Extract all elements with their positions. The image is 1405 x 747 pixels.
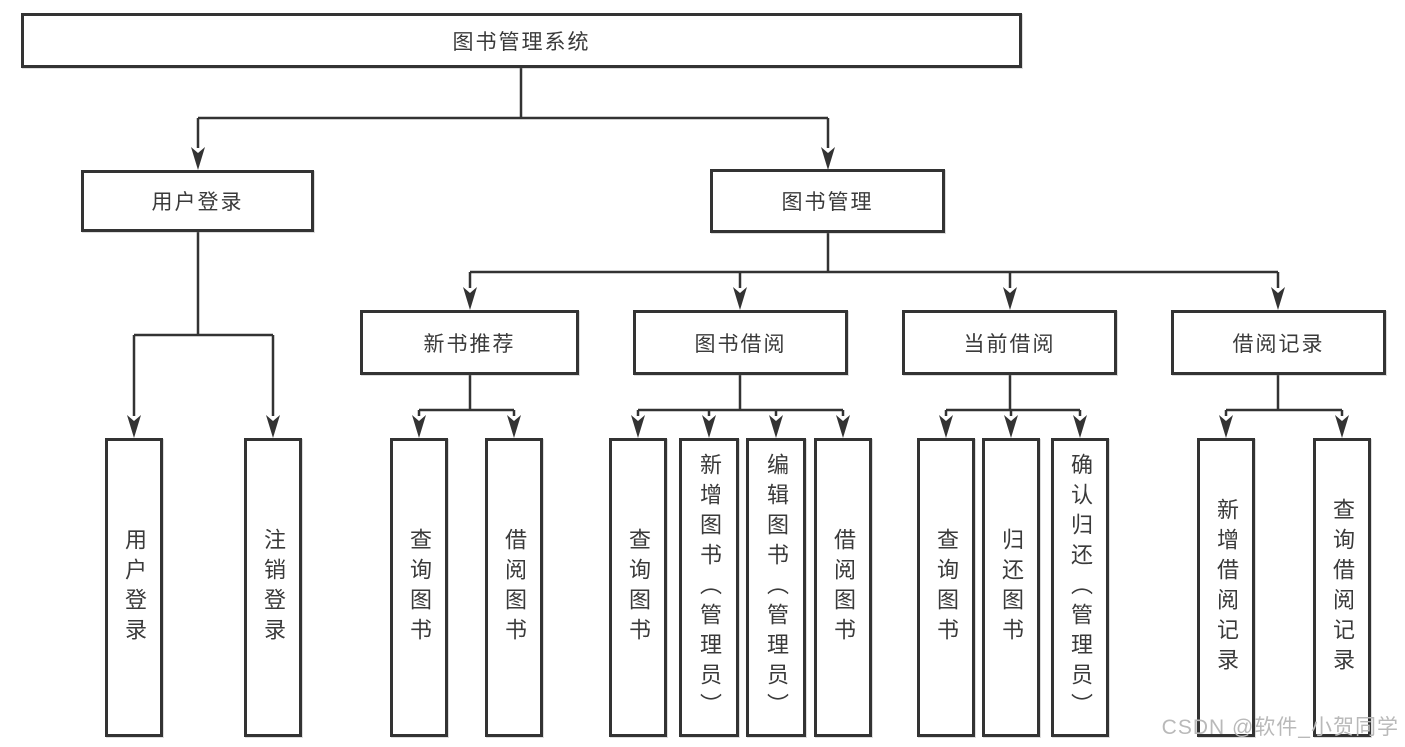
node-leaf-borrow-books-2: 借阅图书 <box>814 438 872 737</box>
csdn-watermark: CSDN @软件_小贺同学 <box>1161 716 1399 739</box>
node-leaf-add-books-admin: 新增图书（管理员） <box>679 438 739 737</box>
node-leaf-return-books: 归还图书 <box>982 438 1040 737</box>
node-leaf-query-books-1: 查询图书 <box>390 438 448 737</box>
node-leaf-edit-books-admin: 编辑图书（管理员） <box>746 438 806 737</box>
node-leaf-add-borrow-record: 新增借阅记录 <box>1197 438 1255 737</box>
node-book-borrow: 图书借阅 <box>633 310 848 375</box>
node-current-borrow: 当前借阅 <box>902 310 1117 375</box>
node-book-management: 图书管理 <box>710 169 945 233</box>
node-leaf-confirm-return-admin: 确认归还（管理员） <box>1051 438 1109 737</box>
node-leaf-logout: 注销登录 <box>244 438 302 737</box>
node-new-book-recommend: 新书推荐 <box>360 310 579 375</box>
node-borrow-records: 借阅记录 <box>1171 310 1386 375</box>
node-library-system: 图书管理系统 <box>21 13 1022 68</box>
node-user-login: 用户登录 <box>81 170 314 232</box>
node-leaf-query-borrow-record: 查询借阅记录 <box>1313 438 1371 737</box>
node-leaf-user-login: 用户登录 <box>105 438 163 737</box>
node-leaf-borrow-books-1: 借阅图书 <box>485 438 543 737</box>
node-leaf-query-books-3: 查询图书 <box>917 438 975 737</box>
node-leaf-query-books-2: 查询图书 <box>609 438 667 737</box>
